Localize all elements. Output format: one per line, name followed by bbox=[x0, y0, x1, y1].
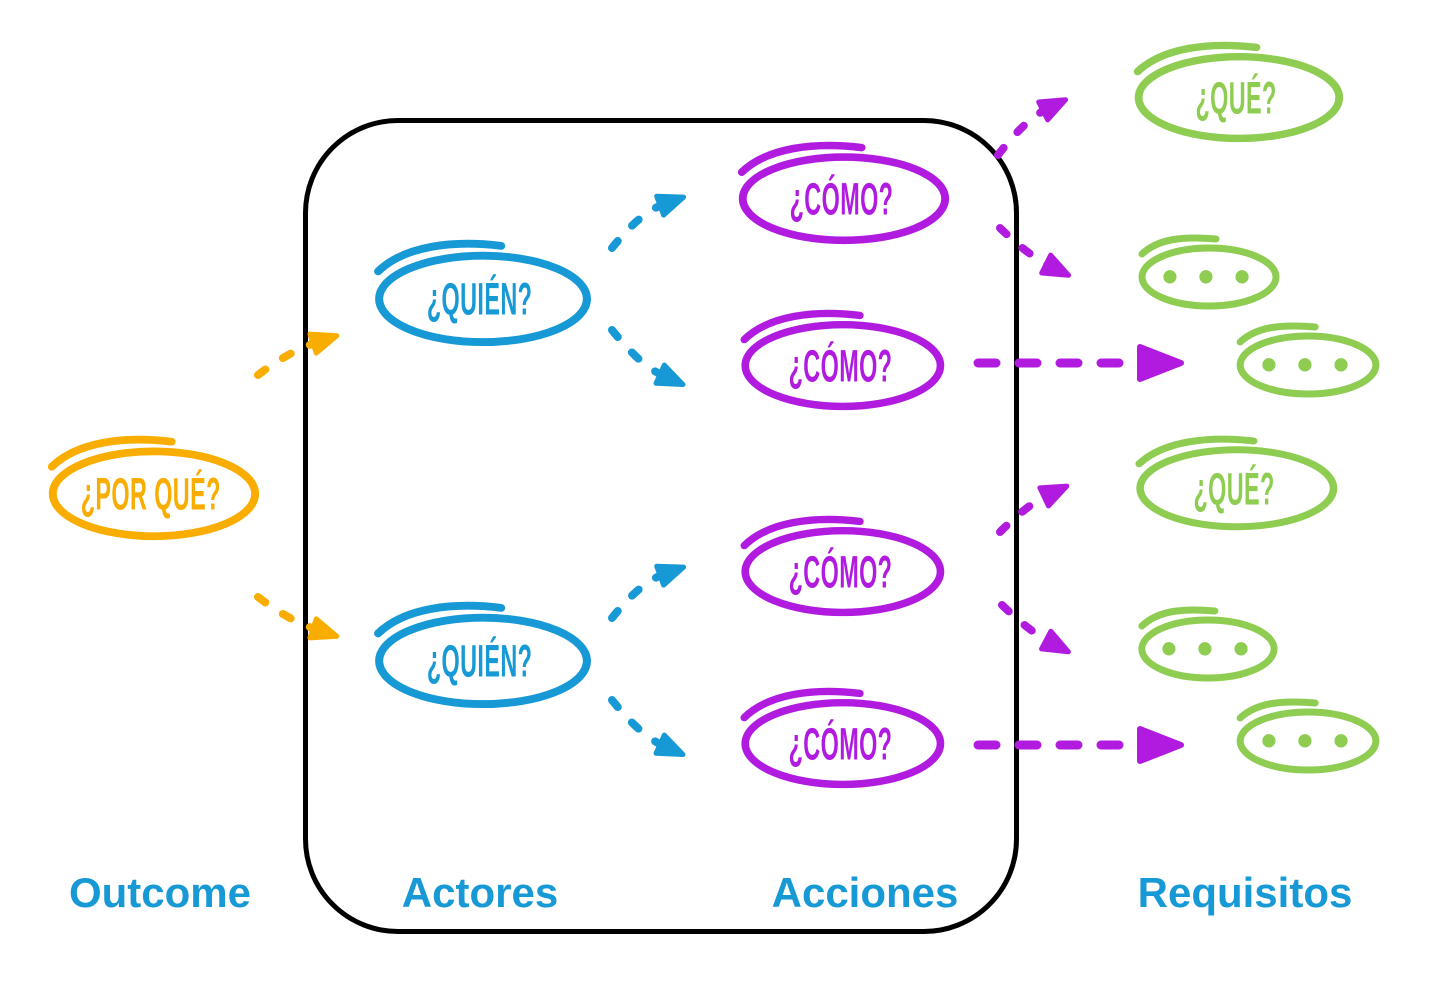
arrow-action1-to-dots1 bbox=[996, 224, 1072, 278]
sketch-ellipse-icon bbox=[740, 309, 945, 411]
sketch-ellipse-icon bbox=[47, 435, 260, 541]
column-label-actions: Acciones bbox=[771, 869, 959, 916]
requirement-dots-node-4: ••• bbox=[1228, 698, 1382, 774]
action-node-1: ¿CÓMO? bbox=[728, 140, 954, 246]
sketch-ellipse-icon bbox=[374, 239, 591, 347]
arrow-actor2-to-action4 bbox=[608, 696, 686, 758]
arrow-outcome-to-actor-1 bbox=[254, 331, 340, 379]
arrow-actor1-to-action2 bbox=[608, 326, 686, 388]
arrow-action3-to-dots3 bbox=[998, 601, 1071, 655]
arrow-outcome-to-actor-2 bbox=[254, 593, 340, 641]
column-label-requirements: Requisitos bbox=[1137, 869, 1353, 916]
column-label-outcome: Outcome bbox=[68, 869, 252, 916]
sketch-ellipse-icon bbox=[1138, 606, 1278, 682]
arrow-action1-to-requirement1 bbox=[994, 97, 1069, 159]
arrow-action4-to-dots4 bbox=[973, 726, 1184, 764]
actor-node-1: ¿QUIÉN? bbox=[364, 238, 596, 348]
arrow-action3-to-requirement2 bbox=[996, 483, 1070, 536]
action-node-4: ¿CÓMO? bbox=[731, 686, 949, 790]
sketch-ellipse-icon bbox=[1236, 322, 1380, 398]
action-node-2: ¿CÓMO? bbox=[731, 308, 949, 412]
sketch-ellipse-icon bbox=[1133, 41, 1344, 143]
sketch-ellipse-icon bbox=[374, 601, 591, 709]
requirement-dots-node-1: ••• bbox=[1130, 234, 1282, 310]
requirement-dots-node-2: ••• bbox=[1228, 322, 1382, 398]
sketch-ellipse-icon bbox=[1135, 435, 1338, 531]
arrow-actor2-to-action3 bbox=[608, 563, 687, 622]
actor-node-2: ¿QUIÉN? bbox=[364, 600, 596, 710]
scope-frame bbox=[303, 118, 1019, 934]
sketch-ellipse-icon bbox=[740, 687, 945, 789]
column-label-actors: Actores bbox=[401, 869, 559, 916]
requirement-node-2: ¿QUÉ? bbox=[1126, 434, 1342, 532]
sketch-ellipse-icon bbox=[1236, 698, 1380, 774]
requirement-node-1: ¿QUÉ? bbox=[1124, 40, 1348, 144]
arrow-actor1-to-action1 bbox=[608, 193, 687, 252]
outcome-node: ¿POR QUÉ? bbox=[38, 434, 264, 542]
sketch-ellipse-icon bbox=[737, 141, 950, 245]
sketch-ellipse-icon bbox=[1138, 234, 1280, 310]
requirement-dots-node-3: ••• bbox=[1130, 606, 1280, 682]
action-node-3: ¿CÓMO? bbox=[731, 514, 949, 618]
arrow-action2-to-dots2 bbox=[973, 344, 1184, 382]
sketch-ellipse-icon bbox=[740, 515, 945, 617]
